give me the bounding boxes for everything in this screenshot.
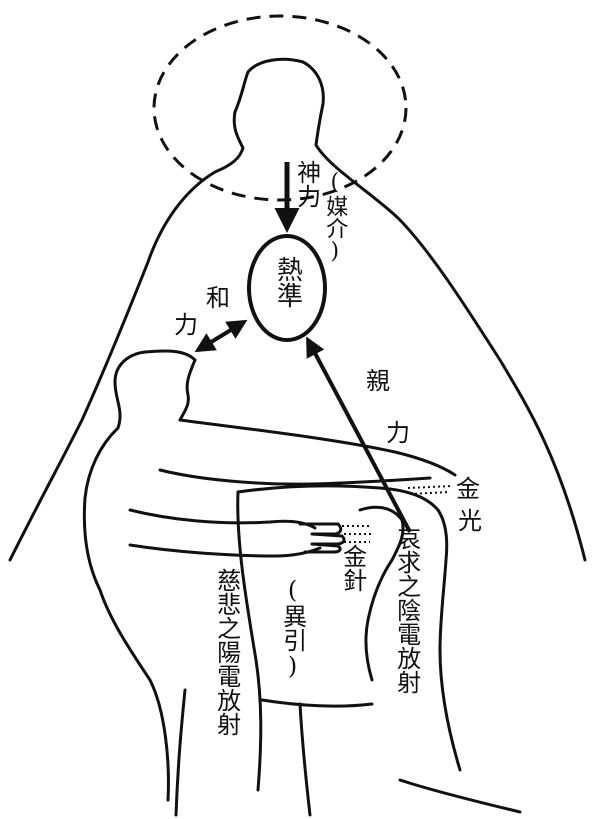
golden-light-dots (407, 485, 453, 495)
focus-circle (247, 234, 327, 342)
label-plea-discharge: 哀求之陰電放射 (392, 526, 421, 694)
label-focus: 熱準 (272, 256, 303, 308)
seated-figure-outline (236, 484, 462, 772)
label-golden-light-2: 光 (458, 507, 482, 535)
seat-outline (236, 490, 263, 792)
label-affinity-2: 力 (386, 419, 410, 447)
seat-leg-right (298, 702, 312, 817)
halo-dashed-outline (152, 14, 408, 202)
supplicant-lower-arm-under (128, 543, 322, 558)
supplicant-lower-arm (128, 508, 317, 530)
label-golden-needle: 金針 (338, 544, 367, 592)
supplicant-upper-arm-lower (158, 468, 432, 486)
label-golden-light-1: 金 (456, 475, 480, 503)
supplicant-leg (174, 688, 187, 817)
label-compassion-discharge: 慈悲之陽電放射 (212, 568, 241, 736)
supplicant-upper-arm (178, 418, 457, 477)
seat-front-line (260, 698, 374, 708)
supplicant-hand (298, 522, 346, 554)
affinity-force-arrow (306, 336, 412, 533)
supplicant-back-outline (82, 349, 197, 802)
supplicant-face-outline (178, 358, 197, 422)
label-medium: (媒介) (322, 170, 348, 264)
floor-line (398, 778, 522, 814)
golden-needle-dots (342, 525, 372, 543)
seated-figure-face (358, 505, 405, 682)
harmony-force-arrow (194, 319, 248, 353)
label-attraction: (異引) (278, 576, 307, 680)
deity-silhouette (8, 57, 587, 562)
label-divine-power: 神力 (292, 160, 321, 208)
label-harmony-2: 力 (174, 311, 198, 339)
label-harmony-1: 和 (206, 284, 230, 312)
label-affinity-1: 親 (366, 367, 390, 395)
